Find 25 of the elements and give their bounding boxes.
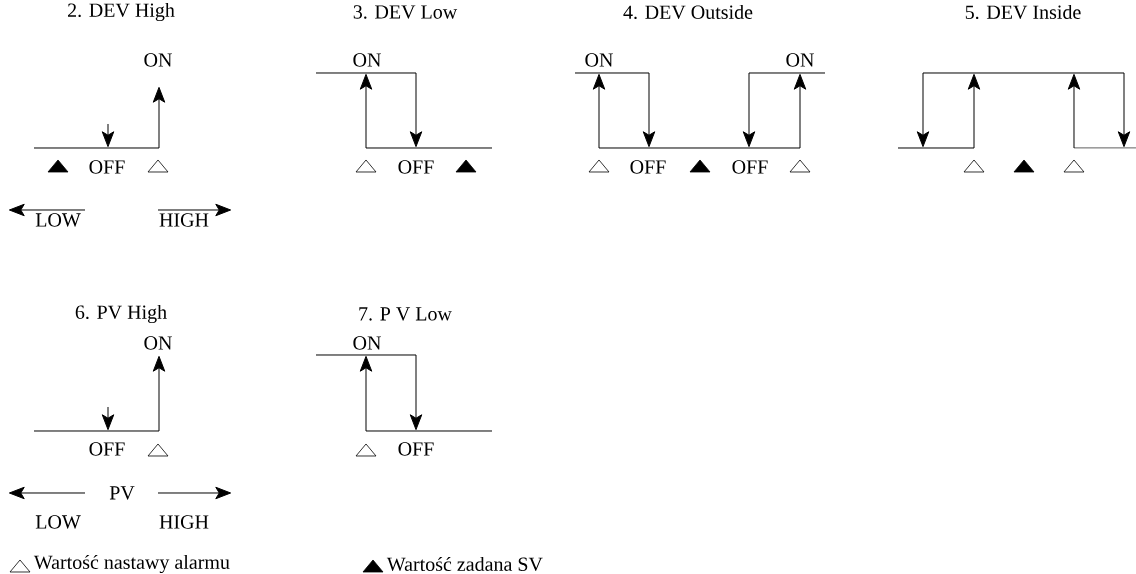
axis-label: PV — [109, 486, 135, 500]
axis-label: HIGH — [159, 213, 209, 227]
axis-label: LOW — [35, 515, 81, 529]
state-label: OFF — [398, 160, 434, 174]
chart-title: 7. P V Low — [359, 307, 452, 321]
state-label: OFF — [398, 442, 434, 456]
state-label: ON — [144, 53, 172, 67]
chart-title: 6. PV High — [75, 304, 167, 324]
state-label: OFF — [89, 442, 125, 456]
axis-label: LOW — [35, 213, 81, 227]
state-label: ON — [786, 53, 814, 67]
chart-title: 2. DEV High — [68, 2, 175, 22]
chart-title: 4. DEV Outside — [623, 4, 753, 20]
axis-label: HIGH — [159, 515, 209, 529]
state-label: ON — [353, 336, 381, 350]
legend-text: Wartość nastawy alarmu — [33, 554, 230, 574]
state-label: OFF — [630, 160, 666, 174]
chart-title: 5. DEV Inside — [965, 4, 1081, 20]
state-label: OFF — [732, 160, 768, 174]
state-label: ON — [144, 336, 172, 350]
chart-title: 3. DEV Low — [353, 5, 458, 19]
state-label: ON — [585, 53, 613, 67]
legend-text: Wartość zadana SV — [386, 556, 543, 572]
state-label: OFF — [89, 160, 125, 174]
state-label: ON — [353, 53, 381, 67]
